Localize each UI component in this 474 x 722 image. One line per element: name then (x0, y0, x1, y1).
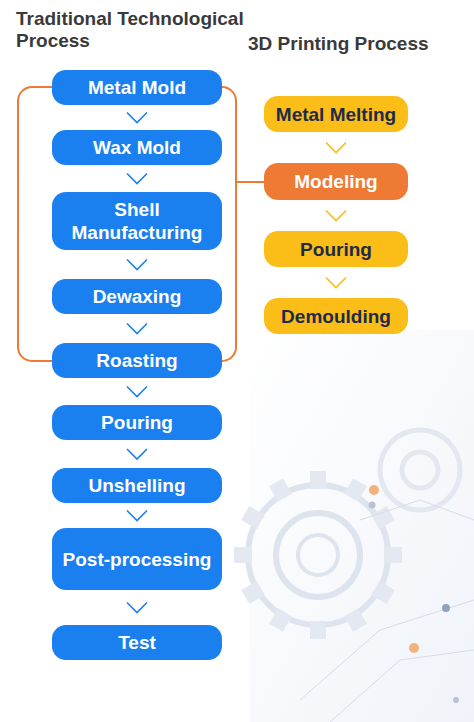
process-box: Demoulding (264, 298, 408, 334)
process-box: Pouring (52, 405, 222, 440)
process-label: Unshelling (80, 474, 193, 497)
column-heading: Traditional Technological Process (16, 8, 246, 52)
process-label: Roasting (88, 349, 185, 372)
process-label: Pouring (292, 238, 380, 261)
process-box: Metal Melting (264, 96, 408, 132)
chevron-arrow (127, 260, 147, 270)
chevron-arrow (326, 211, 346, 221)
column-heading: 3D Printing Process (248, 33, 468, 55)
chevron-arrow (127, 324, 147, 334)
process-label: Shell Manufacturing (52, 198, 222, 244)
process-box: Post-processing (52, 528, 222, 590)
process-label: Modeling (286, 170, 385, 193)
process-label: Test (110, 631, 164, 654)
process-label: Post-processing (55, 548, 220, 571)
chevron-arrow (127, 449, 147, 459)
process-box: Pouring (264, 231, 408, 267)
process-box: Roasting (52, 343, 222, 378)
chevron-arrow (127, 511, 147, 521)
process-label: Wax Mold (85, 136, 189, 159)
process-label: Metal Mold (80, 76, 194, 99)
process-label: Demoulding (273, 305, 399, 328)
process-label: Pouring (93, 411, 181, 434)
process-label: Dewaxing (85, 285, 190, 308)
chevron-arrow (127, 387, 147, 397)
process-box: Unshelling (52, 468, 222, 503)
process-label: Metal Melting (268, 103, 404, 126)
process-box: Wax Mold (52, 130, 222, 165)
chevron-arrow (326, 278, 346, 288)
process-box: Metal Mold (52, 70, 222, 105)
process-box: Shell Manufacturing (52, 192, 222, 250)
process-box: Test (52, 625, 222, 660)
chevron-arrow (326, 143, 346, 153)
process-box: Dewaxing (52, 279, 222, 314)
chevron-arrow (127, 174, 147, 184)
chevron-arrow (127, 113, 147, 123)
process-box: Modeling (264, 163, 408, 200)
chevron-arrow (127, 603, 147, 613)
